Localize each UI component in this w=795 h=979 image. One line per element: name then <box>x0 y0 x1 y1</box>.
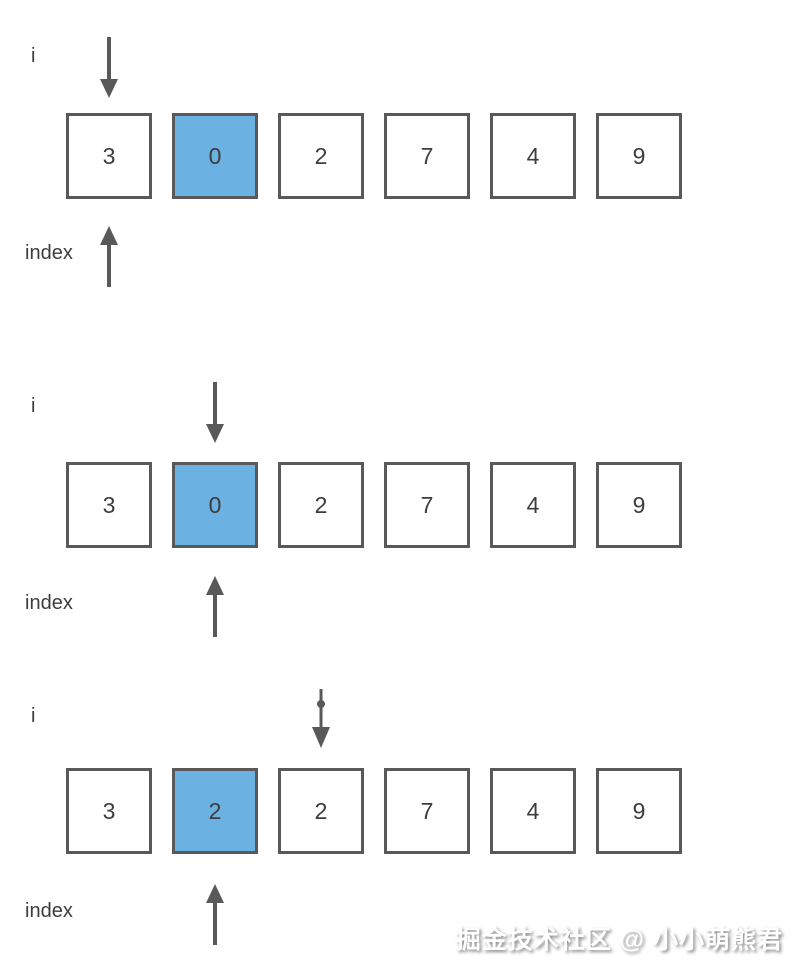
array-cell: 3 <box>66 113 152 199</box>
array-cell: 2 <box>172 768 258 854</box>
array-cell: 4 <box>490 462 576 548</box>
i-pointer-label: i <box>31 395 36 417</box>
array-row: 3 2 2 7 4 9 <box>66 768 682 854</box>
array-cell: 2 <box>278 113 364 199</box>
watermark: 掘金技术社区 @ 小小萌熊君 <box>455 926 783 954</box>
i-pointer-label: i <box>31 45 36 67</box>
array-cell: 9 <box>596 462 682 548</box>
index-up-arrow-icon <box>203 884 227 946</box>
array-cell: 7 <box>384 462 470 548</box>
array-cell: 7 <box>384 113 470 199</box>
i-pointer-label: i <box>31 705 36 727</box>
array-cell: 9 <box>596 113 682 199</box>
i-down-arrow-icon <box>97 36 121 98</box>
array-cell: 9 <box>596 768 682 854</box>
index-up-arrow-icon <box>97 226 121 288</box>
array-cell: 7 <box>384 768 470 854</box>
index-pointer-label: index <box>25 242 73 264</box>
array-cell: 4 <box>490 113 576 199</box>
array-row: 3 0 2 7 4 9 <box>66 113 682 199</box>
array-cell: 2 <box>278 768 364 854</box>
array-cell: 0 <box>172 462 258 548</box>
array-cell: 0 <box>172 113 258 199</box>
array-cell: 2 <box>278 462 364 548</box>
array-cell: 4 <box>490 768 576 854</box>
index-up-arrow-icon <box>203 576 227 638</box>
i-short-dot-down-arrow-icon <box>309 686 333 748</box>
i-down-arrow-icon <box>203 381 227 443</box>
array-cell: 3 <box>66 462 152 548</box>
array-row: 3 0 2 7 4 9 <box>66 462 682 548</box>
index-pointer-label: index <box>25 900 73 922</box>
index-pointer-label: index <box>25 592 73 614</box>
array-cell: 3 <box>66 768 152 854</box>
